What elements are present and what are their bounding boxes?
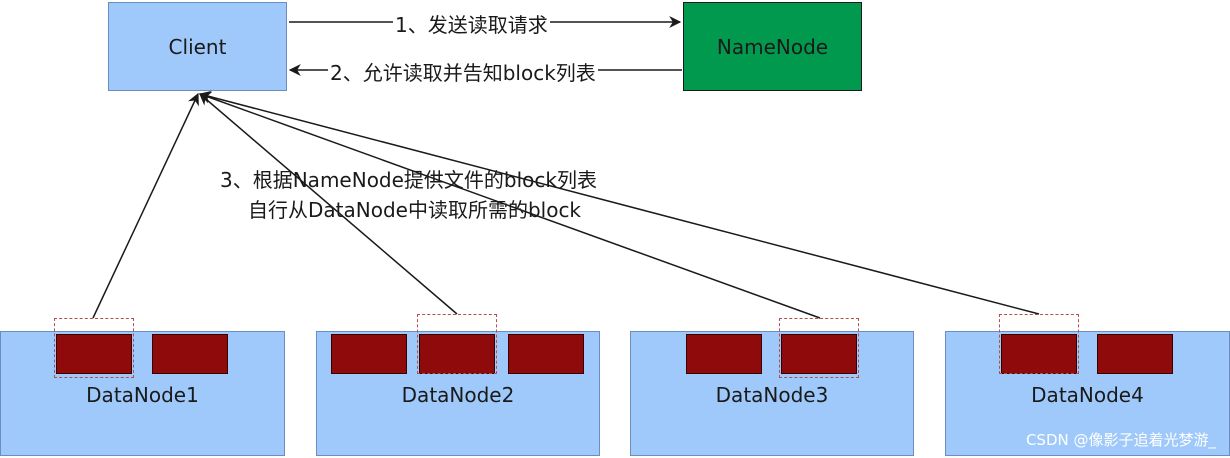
read-label-line2: 自行从DataNode中读取所需的block <box>248 198 582 222</box>
datanode-4-label: DataNode4 <box>1031 383 1144 407</box>
datanode-1-label: DataNode1 <box>86 383 199 407</box>
datanode-4-selected-block <box>999 314 1079 374</box>
datanode-4: DataNode4 <box>945 331 1230 456</box>
datanode-2-block-3 <box>508 334 584 374</box>
datanode-1: DataNode1 <box>0 331 285 456</box>
datanode-3-label: DataNode3 <box>715 383 829 407</box>
datanode-3-block-1 <box>686 334 762 374</box>
read-arrow-datanode1 <box>92 92 199 319</box>
read-arrow-datanode2 <box>199 93 458 315</box>
datanode-2-selected-block <box>417 314 497 374</box>
request-label: 1、发送读取请求 <box>393 9 550 38</box>
datanode-2-label: DataNode2 <box>401 383 515 407</box>
read-label-line1: 3、根据NameNode提供文件的block列表 <box>220 168 597 192</box>
datanode-1-block-1 <box>56 334 132 374</box>
namenode-label: NameNode <box>716 35 829 59</box>
datanode-1-block-2 <box>152 334 228 374</box>
reply-label: 2、允许读取并告知block列表 <box>328 57 598 86</box>
namenode-node: NameNode <box>683 2 862 91</box>
watermark: CSDN @像影子追着光梦游_ <box>1025 431 1216 449</box>
client-node: Client <box>108 2 287 91</box>
datanode-3-selected-block <box>779 318 859 378</box>
datanode-1-selected-block <box>54 318 134 378</box>
read-arrow-datanode4 <box>198 90 1040 315</box>
client-label: Client <box>168 35 227 59</box>
datanode-3: DataNode3 <box>630 331 914 456</box>
datanode-2-block-1 <box>331 334 407 374</box>
datanode-3-block-2 <box>781 334 857 374</box>
read-arrow-datanode3 <box>198 92 821 319</box>
datanode-4-block-2 <box>1097 334 1173 374</box>
